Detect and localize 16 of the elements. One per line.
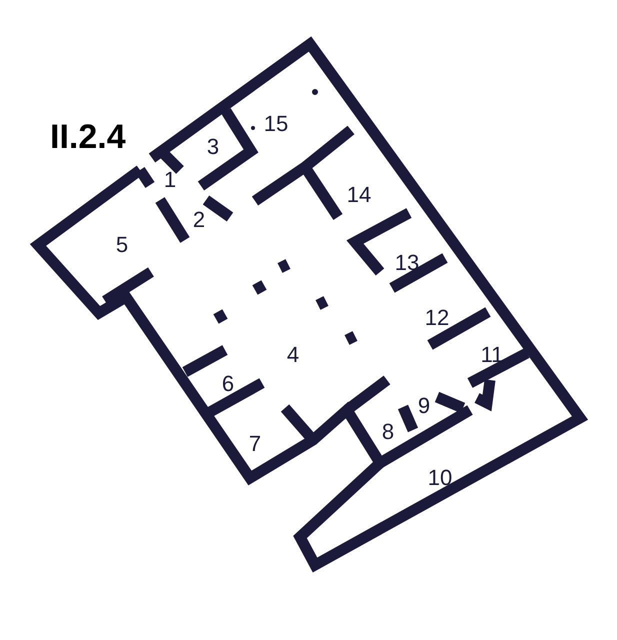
plan-title: II.2.4 bbox=[50, 118, 126, 157]
room-number: 2 bbox=[192, 209, 206, 231]
room-number: 8 bbox=[382, 421, 394, 443]
room-number: 13 bbox=[394, 252, 420, 274]
room-number: 4 bbox=[286, 344, 300, 366]
room-number: 6 bbox=[222, 373, 234, 395]
room-number: 9 bbox=[418, 395, 430, 417]
room-number: 7 bbox=[248, 433, 262, 455]
room-number: 12 bbox=[424, 307, 450, 329]
room-number: 11 bbox=[480, 344, 504, 366]
room-number: 1 bbox=[164, 169, 176, 191]
room-number: 5 bbox=[116, 234, 128, 256]
room-number: 14 bbox=[346, 184, 372, 206]
room-number: 15 bbox=[264, 113, 288, 135]
room-number: 3 bbox=[206, 136, 220, 158]
room-number: 10 bbox=[428, 467, 452, 489]
